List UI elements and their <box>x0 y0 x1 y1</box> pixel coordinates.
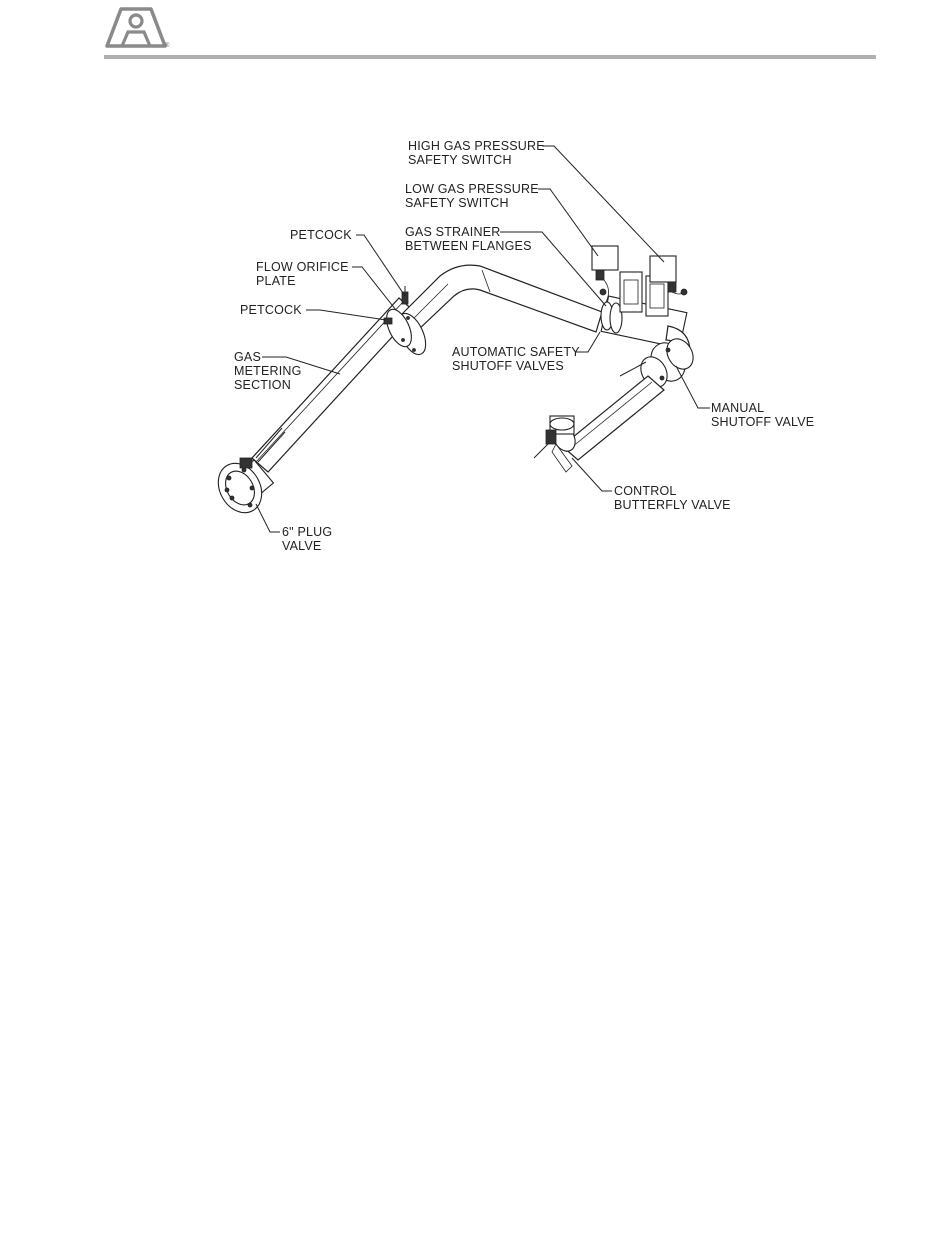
svg-text:BETWEEN FLANGES: BETWEEN FLANGES <box>405 239 532 253</box>
svg-text:SHUTOFF VALVES: SHUTOFF VALVES <box>452 359 564 373</box>
svg-text:VALVE: VALVE <box>282 539 321 553</box>
svg-text:METERING: METERING <box>234 364 302 378</box>
svg-text:GAS STRAINER: GAS STRAINER <box>405 225 500 239</box>
svg-text:6" PLUG: 6" PLUG <box>282 525 332 539</box>
svg-text:BUTTERFLY VALVE: BUTTERFLY VALVE <box>614 498 731 512</box>
label-manual-shutoff-valve: MANUAL SHUTOFF VALVE <box>676 366 814 429</box>
svg-text:SHUTOFF VALVE: SHUTOFF VALVE <box>711 415 814 429</box>
svg-text:SAFETY SWITCH: SAFETY SWITCH <box>405 196 509 210</box>
svg-text:CONTROL: CONTROL <box>614 484 677 498</box>
svg-text:GAS: GAS <box>234 350 261 364</box>
label-automatic-safety-shutoff-valves: AUTOMATIC SAFETY SHUTOFF VALVES <box>452 332 600 373</box>
svg-text:MANUAL: MANUAL <box>711 401 764 415</box>
svg-text:PETCOCK: PETCOCK <box>240 303 302 317</box>
svg-text:LOW GAS PRESSURE: LOW GAS PRESSURE <box>405 182 539 196</box>
control-butterfly-valve <box>534 416 580 472</box>
petcock-lower-icon <box>384 318 392 324</box>
svg-text:PETCOCK: PETCOCK <box>290 228 352 242</box>
svg-text:FLOW ORIFICE: FLOW ORIFICE <box>256 260 349 274</box>
svg-text:SAFETY SWITCH: SAFETY SWITCH <box>408 153 512 167</box>
label-petcock-lower: PETCOCK <box>240 303 386 320</box>
svg-text:HIGH GAS PRESSURE: HIGH GAS PRESSURE <box>408 139 545 153</box>
label-control-butterfly-valve: CONTROL BUTTERFLY VALVE <box>572 458 731 512</box>
petcock-top-icon <box>402 286 408 304</box>
svg-text:AUTOMATIC SAFETY: AUTOMATIC SAFETY <box>452 345 580 359</box>
upper-pipe-run <box>402 265 602 332</box>
outlet-pipe <box>562 376 664 460</box>
label-plug-valve: 6" PLUG VALVE <box>256 504 332 553</box>
svg-text:PLATE: PLATE <box>256 274 296 288</box>
svg-text:SECTION: SECTION <box>234 378 291 392</box>
